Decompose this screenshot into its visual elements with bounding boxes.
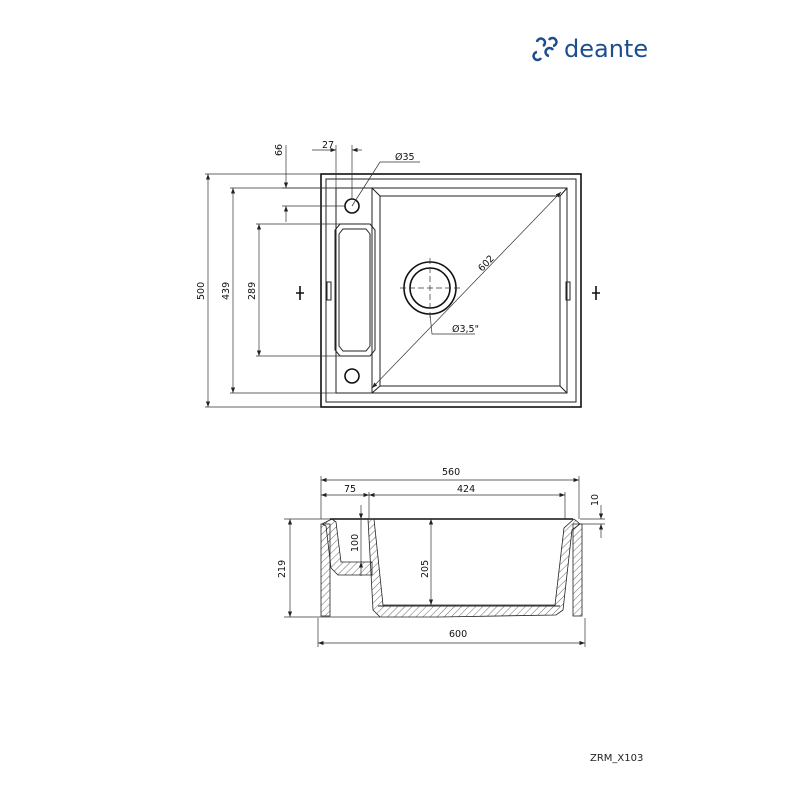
dim-439: 439 <box>221 282 232 300</box>
dim-600: 600 <box>449 629 467 640</box>
dim-drain: Ø3,5" <box>452 324 479 335</box>
dim-500: 500 <box>196 282 207 300</box>
dim-424: 424 <box>457 484 475 495</box>
dim-10: 10 <box>590 494 601 506</box>
side-view: 560 75 424 10 100 205 219 600 <box>277 467 605 647</box>
dim-tap-hole: Ø35 <box>395 152 415 163</box>
deante-logo: deante <box>532 35 648 63</box>
dim-75: 75 <box>344 484 356 495</box>
dim-66: 66 <box>274 144 285 156</box>
dim-205: 205 <box>420 560 431 578</box>
dim-diagonal: 602 <box>476 253 497 274</box>
brand-name: deante <box>564 35 648 63</box>
dim-289: 289 <box>247 282 258 300</box>
top-view: 602 Ø35 Ø3,5" 500 439 289 66 27 <box>196 140 600 408</box>
dim-100: 100 <box>350 534 361 552</box>
dim-560: 560 <box>442 467 460 478</box>
dim-27: 27 <box>322 140 334 151</box>
deante-logo-icon <box>532 36 558 62</box>
drawing-code: ZRM_X103 <box>590 753 644 764</box>
dim-219: 219 <box>277 560 288 578</box>
